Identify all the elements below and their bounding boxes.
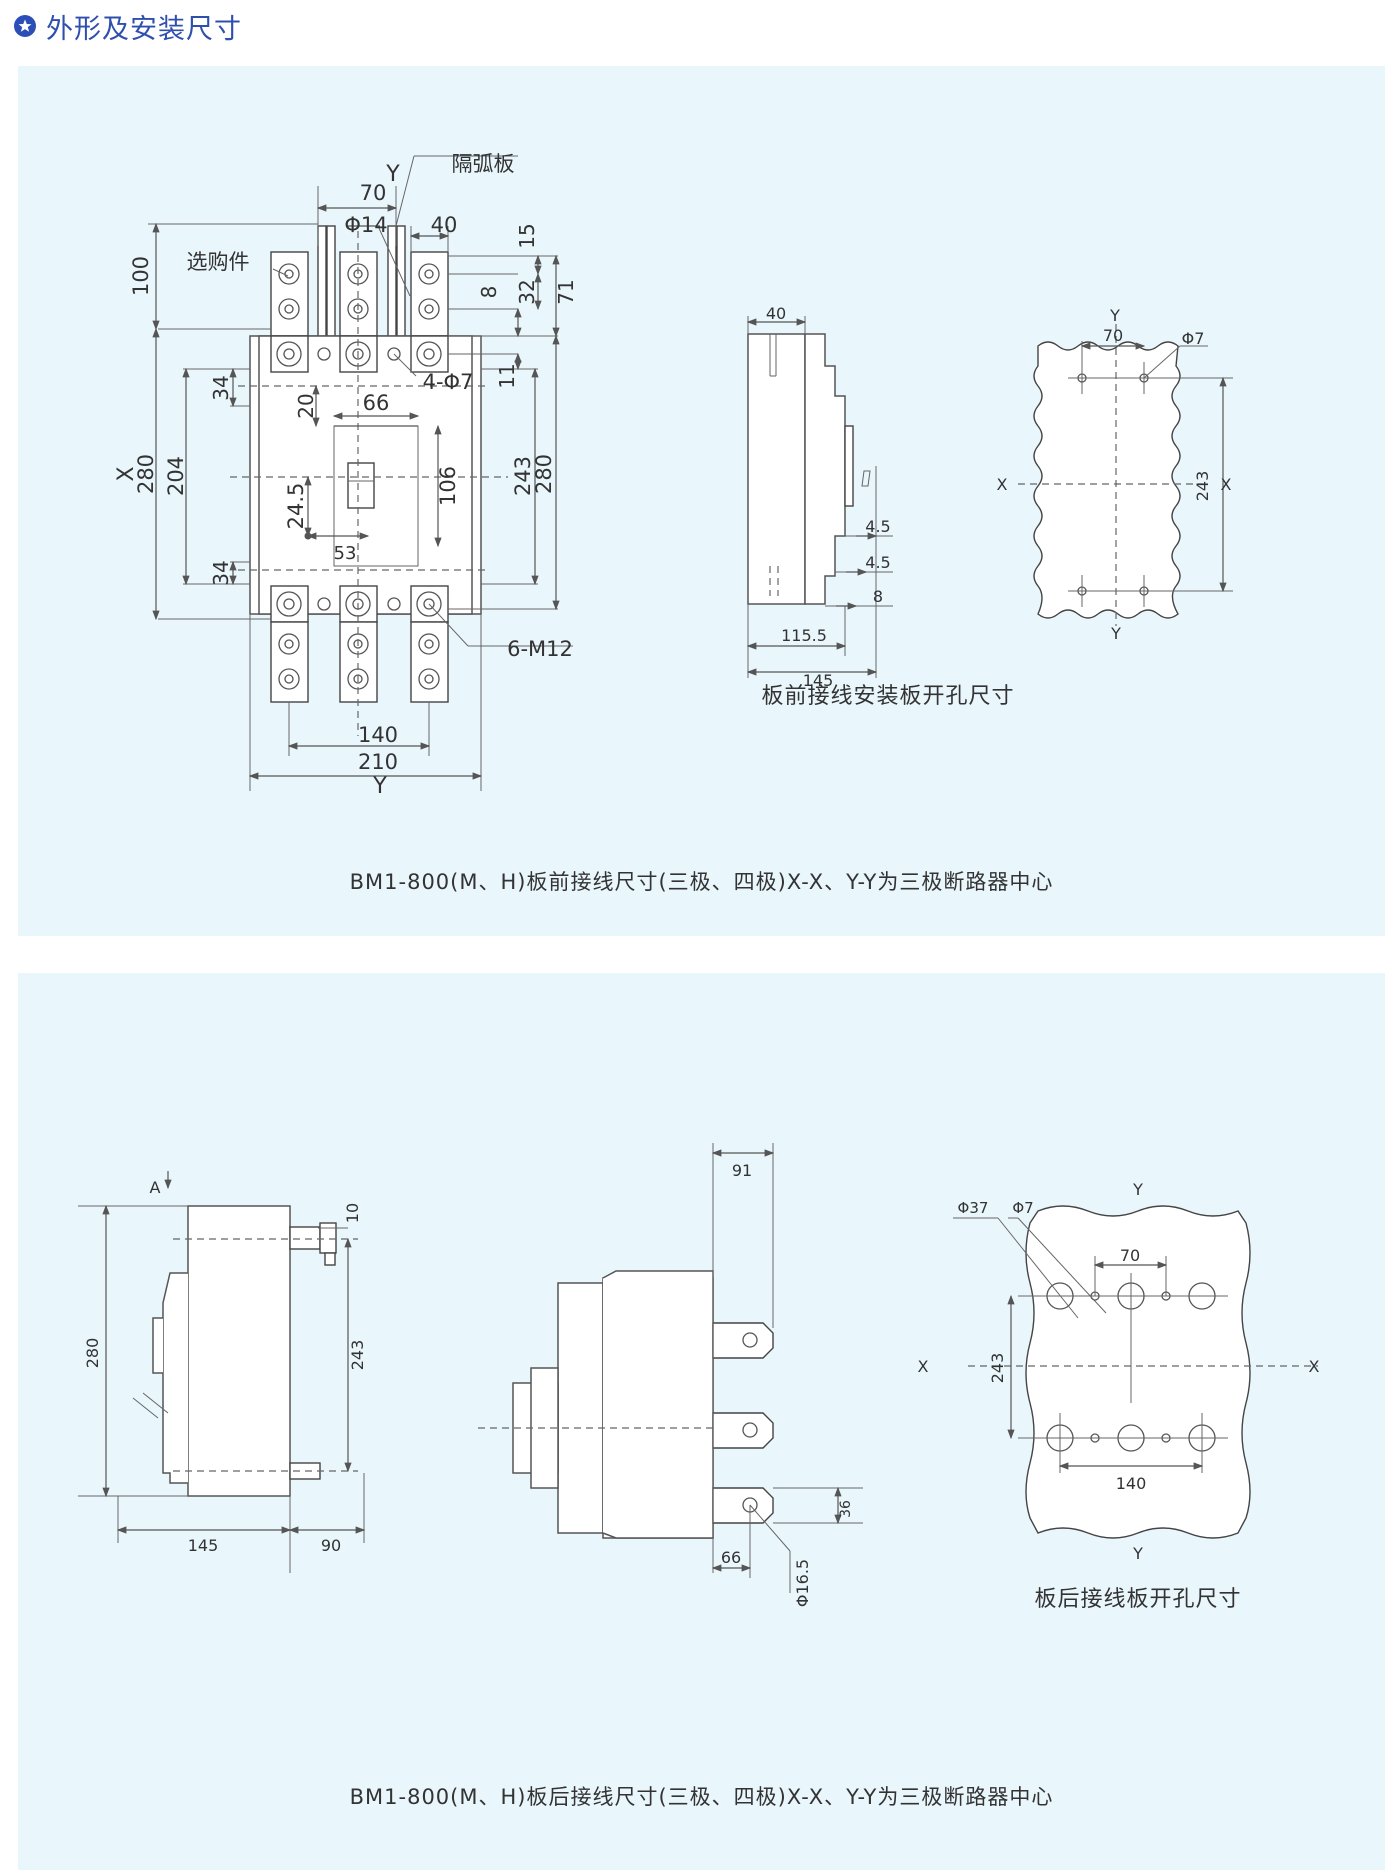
side-dim-145-label: 145 xyxy=(803,671,834,690)
cutout1-y-bottom-label: Y xyxy=(1110,624,1121,643)
breaker-side-view xyxy=(746,316,893,678)
dim-24-5-label: 24.5 xyxy=(284,483,308,530)
front-y-bottom-label: Y xyxy=(372,774,387,799)
rear-side-view xyxy=(78,1171,366,1573)
dim-40-label: 40 xyxy=(431,213,458,237)
cutout2-dim-70-label: 70 xyxy=(1120,1246,1140,1265)
m12-label: 6-M12 xyxy=(507,637,573,661)
dim-140-label: 140 xyxy=(358,723,398,747)
rear-dim-10-label: 10 xyxy=(343,1203,362,1223)
cutout2-x-right-label: X xyxy=(1309,1357,1320,1376)
dim-100-label: 100 xyxy=(129,256,153,296)
dim-280-left-label: 280 xyxy=(134,454,158,494)
side-dim-115-5-label: 115.5 xyxy=(781,626,827,645)
cutout1-x-right-label: X xyxy=(1221,475,1232,494)
front-wiring-drawing: Y 70 Φ14 40 隔弧板 选购件 100 X 280 204 34 34 … xyxy=(114,152,1233,799)
front-cutout-drawing xyxy=(1018,324,1233,626)
cutout1-dim-70-label: 70 xyxy=(1103,326,1123,345)
side-dim-4-5-b-label: 4.5 xyxy=(865,553,890,572)
cutout2-dim-140-label: 140 xyxy=(1116,1474,1147,1493)
rear-dim-66-label: 66 xyxy=(721,1548,741,1567)
dim-32-label: 32 xyxy=(515,279,539,304)
front-wiring-panel: Y 70 Φ14 40 隔弧板 选购件 100 X 280 204 34 34 … xyxy=(18,66,1385,936)
dim-243-label: 243 xyxy=(511,456,535,496)
cutout2-y-bottom-label: Y xyxy=(1132,1544,1143,1563)
cutout2-dim-243-label: 243 xyxy=(988,1353,1007,1384)
dim-15-label: 15 xyxy=(515,223,539,248)
page-title: 外形及安装尺寸 xyxy=(46,13,242,45)
rear-cutout-drawing xyxy=(953,1205,1318,1539)
dim-34-top-label: 34 xyxy=(209,375,233,400)
cutout1-phi7-label: Φ7 xyxy=(1182,329,1205,348)
rear-a-label: A xyxy=(150,1178,161,1197)
dim-53-label: 53 xyxy=(334,543,357,564)
rear-dim-145-label: 145 xyxy=(188,1536,219,1555)
rear-dim-90-label: 90 xyxy=(321,1536,341,1555)
dim-8-label: 8 xyxy=(477,286,501,299)
section-header: 外形及安装尺寸 xyxy=(14,8,242,45)
cutout1-x-left-label: X xyxy=(997,475,1008,494)
dim-210-label: 210 xyxy=(358,750,398,774)
cutout2-phi7-label: Φ7 xyxy=(1012,1199,1033,1217)
front-x-left-label: X xyxy=(114,466,139,481)
cutout2-phi37-label: Φ37 xyxy=(958,1199,989,1217)
front-cutout-caption: 板前接线安装板开孔尺寸 xyxy=(761,684,1015,709)
arc-barrier-label: 隔弧板 xyxy=(452,152,515,176)
rear-wiring-panel: A 280 243 10 145 90 91 36 66 Φ16.5 xyxy=(18,973,1385,1870)
holes-4phi7-label: 4-Φ7 xyxy=(423,370,474,394)
breaker-front-view xyxy=(148,155,573,791)
dim-280-right-label: 280 xyxy=(532,454,556,494)
dim-20-label: 20 xyxy=(294,393,318,418)
rear-dim-243-label: 243 xyxy=(348,1340,367,1371)
rear-wiring-drawing: A 280 243 10 145 90 91 36 66 Φ16.5 xyxy=(78,1143,1320,1607)
rear-phi16-5-label: Φ16.5 xyxy=(793,1559,812,1607)
dim-66-label: 66 xyxy=(363,391,390,415)
front-panel-caption: BM1-800(M、H)板前接线尺寸(三极、四极)X-X、Y-Y为三极断路器中心 xyxy=(349,870,1054,894)
rear-dim-36-label: 36 xyxy=(838,1500,854,1518)
cutout2-y-top-label: Y xyxy=(1132,1180,1143,1199)
dim-11-label: 11 xyxy=(495,363,519,388)
cutout1-y-top-label: Y xyxy=(1109,306,1120,325)
dim-106-label: 106 xyxy=(436,466,460,506)
dim-70-label: 70 xyxy=(360,181,387,205)
cutout2-x-left-label: X xyxy=(918,1357,929,1376)
optional-part-label: 选购件 xyxy=(187,250,250,274)
rear-dim-280-label: 280 xyxy=(83,1338,102,1369)
dim-204-label: 204 xyxy=(164,456,188,496)
front-y-top-label: Y xyxy=(385,162,400,187)
rear-panel-caption: BM1-800(M、H)板后接线尺寸(三极、四极)X-X、Y-Y为三极断路器中心 xyxy=(349,1785,1054,1809)
star-circle-icon xyxy=(14,15,36,37)
side-dim-40-label: 40 xyxy=(766,304,786,323)
dim-phi14-label: Φ14 xyxy=(344,213,387,237)
rear-cutout-caption: 板后接线板开孔尺寸 xyxy=(1034,1587,1242,1612)
rear-dim-91-label: 91 xyxy=(732,1161,752,1180)
dim-71-label: 71 xyxy=(554,279,578,304)
rear-terminal-view xyxy=(478,1143,863,1593)
side-dim-8-label: 8 xyxy=(873,587,883,606)
cutout1-dim-243-label: 243 xyxy=(1193,471,1212,502)
side-dim-4-5-a-label: 4.5 xyxy=(865,517,890,536)
dim-34-bottom-label: 34 xyxy=(209,560,233,585)
